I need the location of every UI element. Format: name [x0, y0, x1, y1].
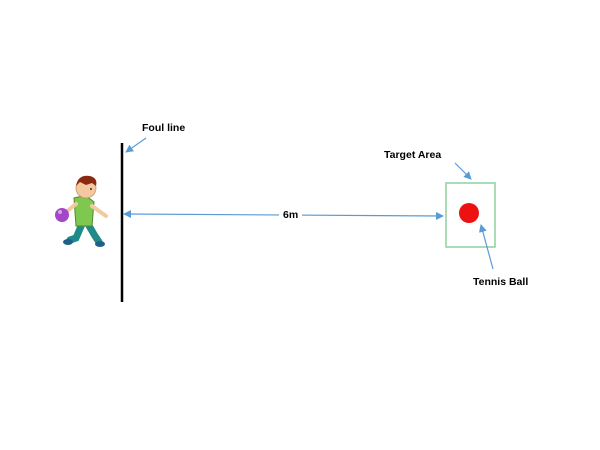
foul-line-label: Foul line [142, 122, 185, 134]
target-area-arrow [455, 163, 471, 179]
tennis-ball-label: Tennis Ball [473, 276, 528, 288]
foul-line-arrow [126, 138, 146, 152]
target-area-label: Target Area [384, 149, 441, 161]
bowler-child-icon [63, 176, 106, 247]
distance-label: 6m [279, 209, 302, 221]
tennis-ball-icon [459, 203, 479, 223]
bowling-ball-icon [55, 208, 69, 222]
